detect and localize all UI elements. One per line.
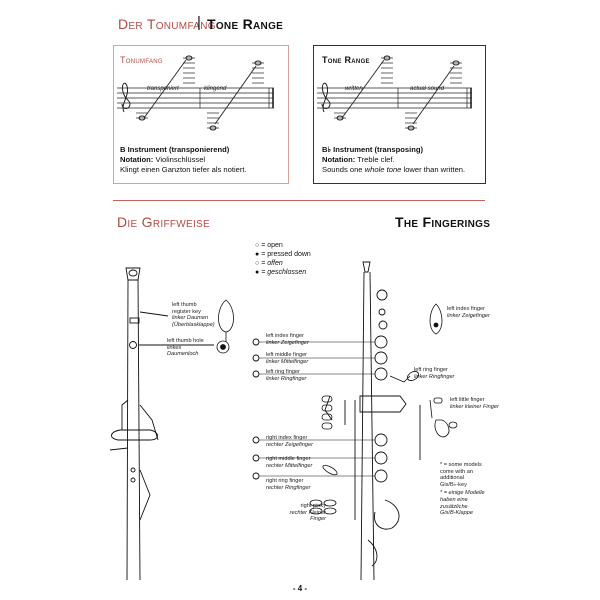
range-box-text: B Instrument (transponierend) Notation: … <box>120 145 288 175</box>
legend-text: = geschlossen <box>261 269 307 276</box>
fingering-legend: ○ = open ● = pressed down ○ = offen ● = … <box>255 241 311 277</box>
open-circle-icon: ○ <box>255 260 260 267</box>
note-line: * = some models <box>440 462 482 468</box>
range-box-title: Tone Range <box>322 55 370 65</box>
filled-circle-icon: ● <box>255 269 260 276</box>
legend-item-pressed: ● = pressed down <box>255 250 311 259</box>
label-de: linker kleiner Finger <box>450 403 499 410</box>
notation-value: Treble clef. <box>355 155 395 164</box>
notation-label: Notation: <box>322 155 356 164</box>
label-de: rechter Ringfinger <box>266 484 311 491</box>
label-de: rechter Zeigefinger <box>266 441 313 448</box>
label-de: linker Mittelfinger <box>266 358 309 365</box>
label-written-en: written <box>345 86 363 92</box>
open-circle-icon: ○ <box>255 242 260 249</box>
note-line: come with an <box>440 468 473 475</box>
thumb-key-icon <box>216 299 234 354</box>
label-de: linkes Daumenloch <box>167 344 199 358</box>
label-thumb-key: left thumb register key linker Daumen (Ü… <box>172 302 216 328</box>
sound-line: Klingt einen Ganzton tiefer als notiert. <box>120 165 247 174</box>
notation-line: Notation: Treble clef. <box>322 155 485 165</box>
instrument-line: B♭ Instrument (transposing) <box>322 145 424 154</box>
note-line: zusätzliche <box>440 503 468 510</box>
label-de: rechter Kleiner Finger <box>289 509 326 523</box>
note-line: additional <box>440 475 464 482</box>
sound-line: Sounds one whole tone lower than written… <box>322 165 485 175</box>
page-number: - 4 - <box>292 584 308 593</box>
header-title-en: Tone Range <box>207 16 284 32</box>
legend-item-geschlossen: ● = geschlossen <box>255 268 311 277</box>
label-en: right middle finger <box>266 456 311 462</box>
label-en: left little finger <box>450 397 485 403</box>
label-written-de: transponiert <box>147 86 179 92</box>
filled-circle-icon: ● <box>255 251 260 258</box>
legend-text: = open <box>261 242 283 249</box>
notation-value: Violinschlüssel <box>153 155 206 164</box>
label-de: linker Ringfinger <box>414 373 455 380</box>
label-en: left middle finger <box>266 352 308 358</box>
label-de: linker Zeigefinger <box>447 312 490 319</box>
legend-text: = pressed down <box>261 251 311 258</box>
sound-pre: Sounds one <box>322 165 365 174</box>
label-en: right index finger <box>266 435 308 441</box>
label-en: left thumb hole <box>167 338 204 344</box>
instrument-line: B Instrument (transponierend) <box>120 145 230 154</box>
header-title-de: Der Tonumfang <box>118 16 216 32</box>
label-en: left thumb register key <box>172 302 201 315</box>
label-de: linker Zeigefinger <box>266 339 309 346</box>
range-box-text: B♭ Instrument (transposing) Notation: Tr… <box>322 145 485 175</box>
range-box-title: Tonumfang <box>120 55 163 65</box>
notation-label: Notation: <box>120 155 154 164</box>
label-de: linker Ringfinger <box>266 375 307 382</box>
note-line: Gis/B♭-key <box>440 481 467 488</box>
label-en: left ring finger <box>414 367 448 373</box>
label-sounding-de: klingend <box>204 86 227 92</box>
legend-item-offen: ○ = offen <box>255 259 311 268</box>
label-en: left index finger <box>447 306 485 312</box>
section-title-en: The Fingerings <box>395 214 491 230</box>
notation-line: Notation: Violinschlüssel <box>120 155 288 165</box>
clarinet-back-view <box>109 267 214 581</box>
section-title-de: Die Griffweise <box>117 214 210 230</box>
sound-italic: whole tone <box>364 165 402 174</box>
label-de: rechter Mittelfinger <box>266 462 313 469</box>
staff-de <box>117 55 274 131</box>
label-thumb-hole: left thumb hole linkes Daumenloch <box>167 338 213 358</box>
sound-post: lower than written. <box>401 165 466 174</box>
side-key-icons <box>309 303 458 515</box>
header-divider: | <box>197 14 201 31</box>
label-sounding-en: actual sound <box>410 86 445 92</box>
label-en: left ring finger <box>266 369 300 375</box>
clarinet-front-view <box>252 261 421 581</box>
note-line: * = einige Modelle <box>440 490 485 497</box>
legend-text: = offen <box>261 260 283 267</box>
legend-item-open: ○ = open <box>255 241 311 250</box>
note-line: haben eine <box>440 496 468 503</box>
section-divider <box>113 200 485 201</box>
extra-key-note: * = some models come with an additional … <box>440 462 486 517</box>
label-en: right ring finger <box>266 478 304 484</box>
note-line: Gis/B-Klappe <box>440 510 473 517</box>
staff-en <box>317 55 472 131</box>
label-de: linker Daumen (Überblasklappe) <box>172 315 215 328</box>
label-en: left index finger <box>266 333 304 339</box>
